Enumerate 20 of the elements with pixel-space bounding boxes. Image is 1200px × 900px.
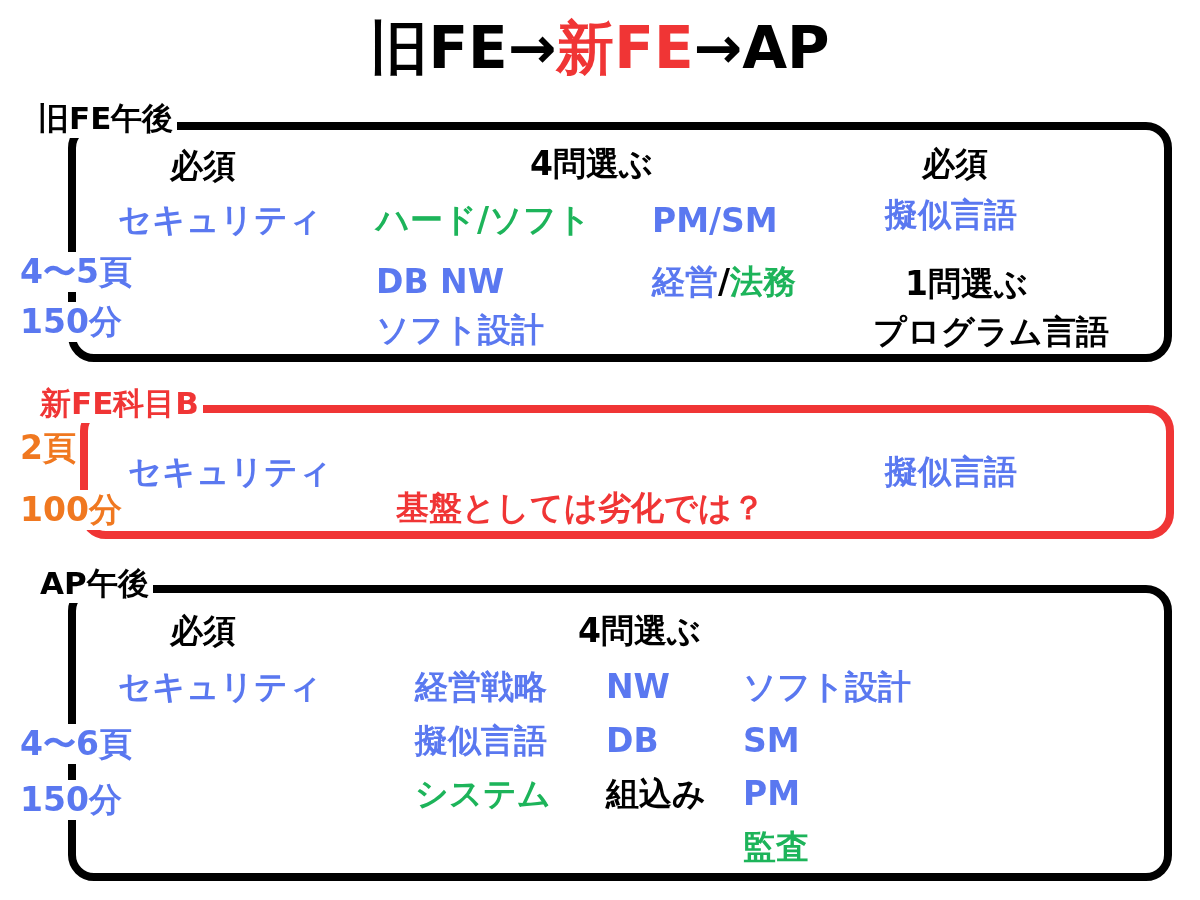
requirement-label: 必須 [170,611,236,651]
exam-info: 150分 [20,780,122,820]
exam-info: 4〜6頁 [20,724,132,764]
title: 旧FE→新FE→AP [369,13,831,84]
subject-name: 組込み [606,774,706,814]
subject-name: システム [415,774,551,814]
comment-text: 基盤としては劣化では？ [396,488,765,528]
subject-name: 監査 [743,827,809,867]
subject-name: 経営戦略 [415,667,547,707]
requirement-label: 必須 [922,144,988,184]
requirement-label: 必須 [170,146,236,186]
subject-name: 経営/法務 [652,262,797,302]
subject-name: ハード/ソフト [376,200,592,240]
selection-label: 1問選ぶ [905,264,1028,304]
selection-label: 4問選ぶ [530,144,653,184]
exam-info: 4〜5頁 [20,252,132,292]
subject-name: プログラム言語 [873,312,1109,352]
exam-info: 100分 [20,490,122,530]
exam-info: 150分 [20,302,122,342]
selection-label: 4問選ぶ [578,611,701,651]
